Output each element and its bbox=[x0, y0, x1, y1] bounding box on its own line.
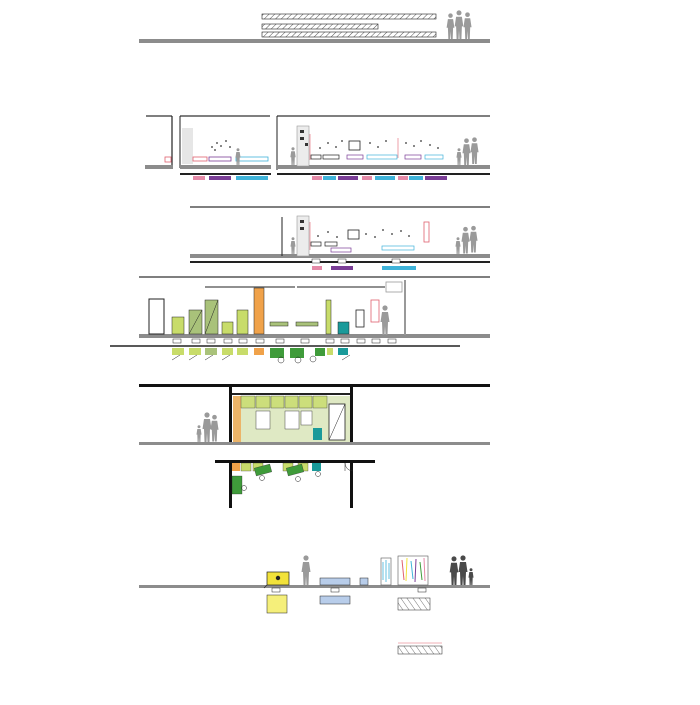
person-figure-icon bbox=[235, 148, 241, 165]
person-figure-icon bbox=[290, 137, 479, 165]
ground-line bbox=[277, 173, 490, 175]
hatched-panel-icon bbox=[397, 645, 443, 655]
plan-room bbox=[215, 460, 375, 508]
person-figure-icon bbox=[446, 10, 472, 39]
elevation-mirror-wall bbox=[190, 206, 490, 270]
ground-line bbox=[139, 39, 490, 43]
ground-line bbox=[139, 334, 490, 338]
hatched-panel-icon bbox=[397, 597, 431, 611]
ground-line bbox=[190, 254, 490, 258]
ground-line bbox=[139, 585, 490, 588]
ground-line bbox=[180, 173, 271, 175]
elevation-top bbox=[139, 10, 490, 43]
person-figure-icon bbox=[380, 305, 390, 335]
ground-line bbox=[139, 442, 490, 445]
shelf-strip bbox=[261, 23, 379, 30]
person-figure-icon bbox=[196, 412, 219, 442]
ground-line bbox=[277, 165, 490, 169]
person-figure-icon bbox=[301, 555, 311, 585]
shelf-strip bbox=[261, 13, 437, 20]
ground-line bbox=[145, 165, 173, 169]
shelf-strip bbox=[261, 31, 437, 38]
elevation-furniture bbox=[110, 276, 490, 364]
elevation-wall-display bbox=[145, 115, 490, 180]
section-room bbox=[139, 384, 490, 445]
elevation-objects bbox=[139, 555, 490, 655]
person-figure-icon bbox=[449, 555, 474, 585]
ground-line bbox=[180, 165, 271, 169]
